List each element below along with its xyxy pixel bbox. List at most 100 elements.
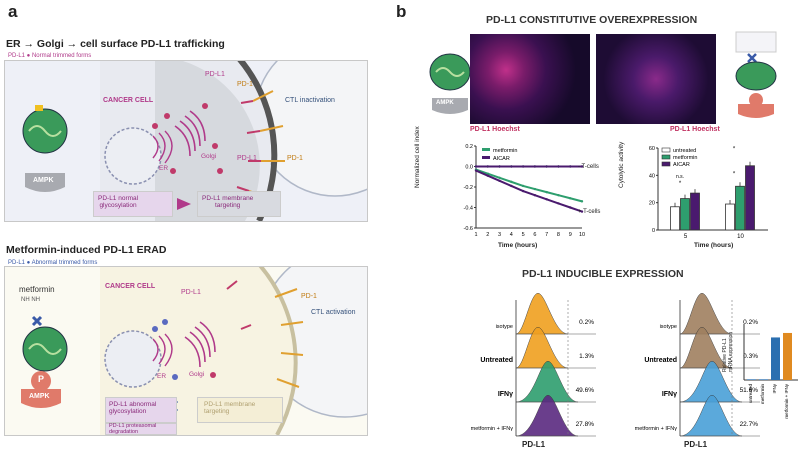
erad-diagram — [21, 267, 367, 435]
data-point — [580, 165, 584, 168]
minus-tcells-label: - T-cells — [578, 164, 599, 170]
data-point — [545, 198, 548, 201]
series-line-metformin-plus_tcells — [475, 168, 583, 203]
microscopy-image-left — [470, 34, 590, 124]
row-label: metformin + IFNγ — [635, 426, 678, 432]
y-tick-label: 0 — [652, 228, 655, 234]
y-tick-label: 40 — [649, 173, 655, 179]
x-tick-label: 5 — [684, 234, 688, 240]
x-tick-label: 8 — [557, 232, 560, 238]
y-tick-label: -0.2 — [464, 185, 473, 191]
legend-normal: PD-L1 ● Normal trimmed forms — [8, 53, 92, 59]
panel-b-letter: b — [396, 2, 407, 21]
pd1-label-bottom: PD-1 — [301, 293, 317, 300]
legend-label: AICAR — [673, 162, 690, 168]
x-tick-label: 10 — [579, 232, 585, 238]
trafficking-diagram — [22, 61, 367, 221]
data-point — [498, 165, 501, 168]
bar-AICAR-5 — [690, 192, 700, 231]
histogram-2 — [679, 360, 743, 403]
data-point — [474, 165, 478, 168]
bar-metformin-10 — [735, 185, 745, 231]
data-point — [521, 165, 525, 168]
x-tick-label: 3 — [498, 232, 501, 238]
arrow-right-icon — [177, 198, 191, 210]
mito-ampk-icon — [429, 53, 471, 114]
panel-a-bottom-frame: metformin NH NH CANCER CELL PD-L1 PD-1 C… — [4, 266, 368, 436]
row-label: IFNγ — [662, 391, 677, 398]
row-label: isotype — [496, 324, 513, 330]
legend-abnormal: PD-L1 ● Abnormal trimmed forms — [8, 260, 98, 266]
data-point — [474, 169, 478, 172]
row-percent: 22.7% — [740, 421, 759, 428]
significance-mark: * — [679, 181, 682, 187]
constitutive-title: PD-L1 CONSTITUTIVE OVEREXPRESSION — [486, 14, 698, 26]
histogram-0 — [515, 292, 569, 335]
proteasomal-degradation-box: PD-L1 proteasomal degradation — [105, 423, 177, 435]
row-percent: 0.2% — [579, 319, 594, 326]
panel-a-title-1: ER → Golgi → cell surface PD-L1 traffick… — [6, 38, 225, 50]
data-point — [545, 190, 548, 194]
x-tick-label: metformin + IFNγ — [784, 383, 789, 418]
normal-glycosylation-box: PD-L1 normal glycosylation — [93, 191, 173, 217]
row-percent: 51.6% — [740, 387, 759, 394]
row-percent: 0.3% — [743, 353, 758, 360]
mito-ampk-p-icon — [735, 31, 777, 118]
x-tick-label: 5 — [522, 232, 525, 238]
flow-histogram-right: isotype0.2%Untreated0.3%IFNγ51.6%metform… — [635, 292, 760, 437]
row-percent: 1.3% — [579, 353, 594, 360]
row-percent: 27.8% — [576, 421, 595, 428]
pdl1-label-top: PD-L1 — [205, 71, 225, 78]
data-point — [533, 194, 537, 197]
data-point — [557, 165, 560, 168]
histogram-3 — [515, 394, 579, 437]
bar-untreated-5 — [670, 206, 680, 231]
row-label: Untreated — [480, 357, 513, 364]
data-point — [569, 197, 572, 200]
bar-1 — [759, 379, 768, 380]
x-tick-label: metformin — [760, 384, 765, 405]
data-point — [580, 200, 584, 203]
membrane-targeting-box: PD-L1 membrane targeting — [197, 191, 281, 217]
histogram-1 — [679, 326, 733, 369]
x-tick-label: IFNγ — [772, 383, 777, 393]
flow-left-xlabel: PD-L1 — [522, 440, 546, 449]
bar-0 — [747, 379, 756, 380]
data-point — [580, 210, 584, 213]
y-tick-label: -0.4 — [464, 206, 473, 212]
row-percent: 49.6% — [576, 387, 595, 394]
x-tick-label: 4 — [510, 232, 513, 238]
data-point — [521, 189, 525, 193]
data-point — [533, 187, 537, 191]
x-tick-label: 7 — [545, 232, 548, 238]
histogram-0 — [679, 292, 733, 335]
histogram-3 — [679, 394, 743, 437]
data-point — [486, 174, 489, 177]
mrna-ylabel: Relative PD-L1 mRNA expression — [722, 331, 734, 372]
flow-histogram-left: isotype0.2%Untreated1.3%IFNγ49.6%metform… — [471, 292, 596, 437]
legend-swatch — [661, 147, 671, 153]
row-percent: 0.2% — [743, 319, 758, 326]
x-tick-label: 10 — [737, 234, 744, 240]
data-point — [557, 194, 560, 197]
data-point — [486, 172, 489, 175]
legend-swatch — [661, 161, 671, 167]
row-label: Untreated — [644, 357, 677, 364]
x-tick-label: 2 — [486, 232, 489, 238]
abnormal-glycosylation-box: PD-L1 abnormal glycosylation — [105, 397, 177, 423]
legend-swatch — [482, 148, 490, 151]
bar-3 — [783, 332, 792, 380]
bar-chart-xlabel: Time (hours) — [694, 242, 734, 249]
data-point — [486, 165, 489, 168]
data-point — [521, 184, 525, 188]
histogram-1 — [515, 326, 569, 369]
data-point — [498, 176, 501, 179]
x-tick-label: 9 — [569, 232, 572, 238]
y-tick-label: 0.0 — [465, 165, 473, 171]
ampk-label-2: AMPK — [29, 393, 50, 400]
img-label-right: PD-L1 Hoechst — [670, 126, 720, 133]
pdl1-label-mid: PD-L1 — [237, 155, 257, 162]
data-point — [569, 165, 572, 168]
